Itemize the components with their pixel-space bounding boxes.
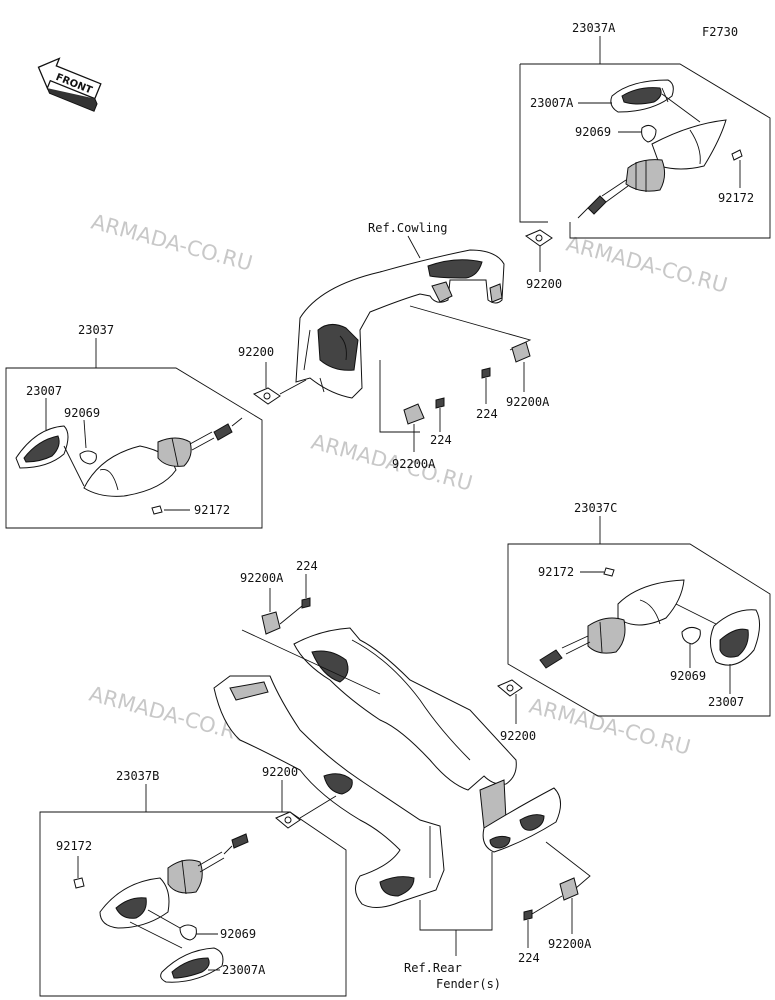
clip-92200A-bottom xyxy=(523,877,579,948)
label-23037B: 23037B xyxy=(116,769,159,783)
label-23037A: 23037A xyxy=(572,21,616,35)
label-224-low: 224 xyxy=(296,559,318,573)
label-224-mid-left: 224 xyxy=(430,433,452,447)
label-92172-low: 92172 xyxy=(56,839,92,853)
label-92172-right: 92172 xyxy=(538,565,574,579)
label-92069-right: 92069 xyxy=(670,669,706,683)
label-224-bottom: 224 xyxy=(518,951,540,965)
signal-body-low xyxy=(99,833,249,929)
label-23007A-top: 23007A xyxy=(530,96,574,110)
label-92200-right: 92200 xyxy=(500,729,536,743)
label-23007-right: 23007 xyxy=(708,695,744,709)
label-92172-left: 92172 xyxy=(194,503,230,517)
label-92200A-low: 92200A xyxy=(240,571,284,585)
label-23007A-low: 23007A xyxy=(222,963,266,977)
lens-23007-right xyxy=(710,609,760,666)
clip-92200A-mid-right xyxy=(481,341,531,404)
grommet-92200-top xyxy=(524,229,553,272)
label-23007: 23007 xyxy=(26,384,62,398)
signal-body-left xyxy=(83,417,243,497)
clip-92200A-low xyxy=(261,574,311,635)
label-92172-top: 92172 xyxy=(718,191,754,205)
assembly-23037C xyxy=(507,516,771,717)
grommet-92200-left xyxy=(252,362,307,405)
watermark-1: ARMADA-CO.RU xyxy=(89,210,255,276)
lens-23007A-top xyxy=(610,79,674,113)
label-224-mid-right: 224 xyxy=(476,407,498,421)
label-92200-top: 92200 xyxy=(526,277,562,291)
label-23037C: 23037C xyxy=(574,501,617,515)
label-92200A-mid-right: 92200A xyxy=(506,395,550,409)
assembly-23037A xyxy=(519,36,771,239)
label-92200A-bottom: 92200A xyxy=(548,937,592,951)
label-23037: 23037 xyxy=(78,323,114,337)
cowling-bracket: Ref.Cowling xyxy=(295,221,532,433)
label-92069-top: 92069 xyxy=(575,125,611,139)
front-arrow-icon: FRONT xyxy=(37,57,102,112)
signal-body-top xyxy=(577,119,727,219)
watermark-2: ARMADA-CO.RU xyxy=(564,232,730,298)
bulb-92069-right xyxy=(681,626,701,645)
rear-bracket-left xyxy=(213,675,445,908)
bulb-92069-low xyxy=(179,924,197,941)
rear-bracket-right xyxy=(293,627,561,853)
label-92200-low: 92200 xyxy=(262,765,298,779)
bulb-92069-left xyxy=(79,450,97,465)
lens-23007-left xyxy=(15,425,69,469)
grommet-92200-right xyxy=(497,679,523,724)
label-92200A-mid-left: 92200A xyxy=(392,457,436,471)
label-92069-low: 92069 xyxy=(220,927,256,941)
label-ref-fender: Fender(s) xyxy=(436,977,501,991)
assembly-23037B xyxy=(39,784,347,997)
figure-code: F2730 xyxy=(702,25,738,39)
assembly-23037 xyxy=(5,338,263,529)
label-ref-rear: Ref.Rear xyxy=(404,961,462,975)
label-92069-left: 92069 xyxy=(64,406,100,420)
bulb-92069-top xyxy=(641,124,657,143)
label-92200-left: 92200 xyxy=(238,345,274,359)
label-ref-cowling: Ref.Cowling xyxy=(368,221,447,235)
watermark-5: ARMADA-CO.RU xyxy=(527,694,693,760)
signal-body-right xyxy=(539,579,685,669)
grommet-92200-low xyxy=(275,780,337,829)
clip-92200A-mid-left xyxy=(403,397,445,452)
lens-23007A-low xyxy=(160,947,224,983)
